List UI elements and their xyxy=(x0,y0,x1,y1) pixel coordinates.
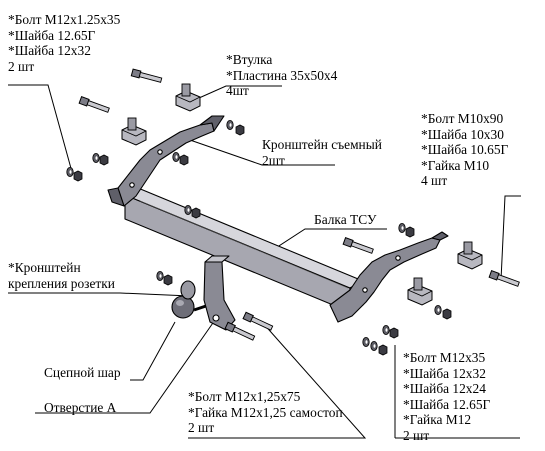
label-socket-bracket: *Кронштейн крепления розетки xyxy=(8,260,115,291)
label-line: 2шт xyxy=(262,152,285,168)
label-line: 4 шт xyxy=(421,173,448,189)
label-line: *Пластина 35х50х4 xyxy=(226,67,338,83)
socket-bracket-plate xyxy=(180,280,196,300)
label-line: *Гайка М12 xyxy=(403,412,472,428)
label-line: *Гайка М10 xyxy=(421,157,490,173)
label-bolt-m12x35: *Болт М12х35 *Шайба 12х32 *Шайба 12х24 *… xyxy=(403,350,490,444)
label-line: *Болт М12х1,25х75 xyxy=(188,389,301,404)
tow-ball xyxy=(171,295,195,319)
label-line: *Болт М10х90 xyxy=(421,111,504,126)
leader-bushing xyxy=(189,85,282,103)
label-tow-ball: Сцепной шар xyxy=(44,365,121,381)
label-line: *Шайба 12.65Г xyxy=(8,27,96,43)
label-beam: Балка ТСУ xyxy=(314,212,376,228)
label-hole-a: Отверстие А xyxy=(44,400,116,416)
label-bolt-m12x125x75: *Болт М12х1,25х75 *Гайка М12х1,25 самост… xyxy=(188,389,343,436)
right-bracket xyxy=(329,231,449,323)
left-bracket xyxy=(107,115,225,207)
label-line: *Болт М12х1.25х35 xyxy=(8,12,121,27)
leader-bolt-m12x125 xyxy=(8,84,73,173)
leader-tow-ball xyxy=(130,321,176,381)
label-bolt-m10x90: *Болт М10х90 *Шайба 10х30 *Шайба 10.65Г … xyxy=(421,111,508,189)
towbar-beam xyxy=(124,187,364,313)
leader-lines xyxy=(8,84,521,439)
leader-socket-bracket xyxy=(8,292,191,297)
label-line: *Кронштейн xyxy=(8,260,81,275)
label-line: *Шайба 10.65Г xyxy=(421,142,509,158)
tow-ball-assembly xyxy=(171,255,236,331)
leader-bolt-m10x90 xyxy=(500,195,521,281)
label-bushing: *Втулка *Пластина 35х50х4 4шт xyxy=(226,52,337,99)
label-line: *Шайба 12х24 xyxy=(403,381,486,397)
leader-hole-a xyxy=(35,319,216,414)
label-line: 2 шт xyxy=(188,420,215,436)
label-line: *Шайба 12.65Г xyxy=(403,396,491,412)
label-line: Балка ТСУ xyxy=(314,212,377,227)
label-line: 4шт xyxy=(226,83,249,99)
label-line: 2 шт xyxy=(403,427,430,443)
leader-bolt-m12x125x75 xyxy=(188,321,367,439)
label-line: крепления розетки xyxy=(8,275,115,291)
label-bolt-m12x125: *Болт М12х1.25х35 *Шайба 12.65Г *Шайба 1… xyxy=(8,12,120,74)
label-line: *Шайба 12х32 xyxy=(403,365,486,381)
label-line: Сцепной шар xyxy=(44,365,121,380)
label-bracket-removable: Кронштейн съемный 2шт xyxy=(262,137,382,168)
label-line: *Гайка М12х1,25 самостоп xyxy=(188,404,343,420)
leader-bracket xyxy=(189,139,335,166)
label-line: *Болт М12х35 xyxy=(403,350,486,365)
label-line: Отверстие А xyxy=(44,400,117,415)
label-line: Кронштейн съемный xyxy=(262,137,382,152)
label-line: *Шайба 10х30 xyxy=(421,126,504,142)
label-line: 2 шт xyxy=(8,58,35,74)
label-line: *Шайба 12х32 xyxy=(8,43,91,59)
label-line: *Втулка xyxy=(226,52,273,67)
hole-a xyxy=(212,314,220,322)
